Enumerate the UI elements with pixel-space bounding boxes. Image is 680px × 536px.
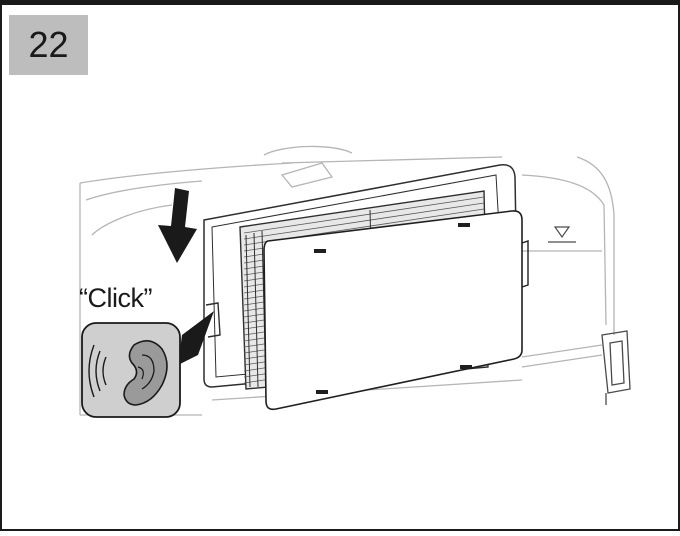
filter-insertion-illustration xyxy=(79,145,631,418)
callout-pointer xyxy=(178,311,214,365)
step-number: 22 xyxy=(28,24,69,65)
step-number-badge: 22 xyxy=(9,15,88,75)
filter-cover-panel xyxy=(263,210,529,411)
click-sound-label: “Click” xyxy=(79,283,152,313)
down-arrow-icon xyxy=(158,188,197,263)
ear-icon xyxy=(123,340,168,406)
frame-hook xyxy=(205,302,221,338)
ear-callout xyxy=(81,322,181,418)
right-latch xyxy=(601,330,631,405)
triangle-marker-icon xyxy=(553,226,571,239)
sound-waves-icon xyxy=(88,344,107,398)
